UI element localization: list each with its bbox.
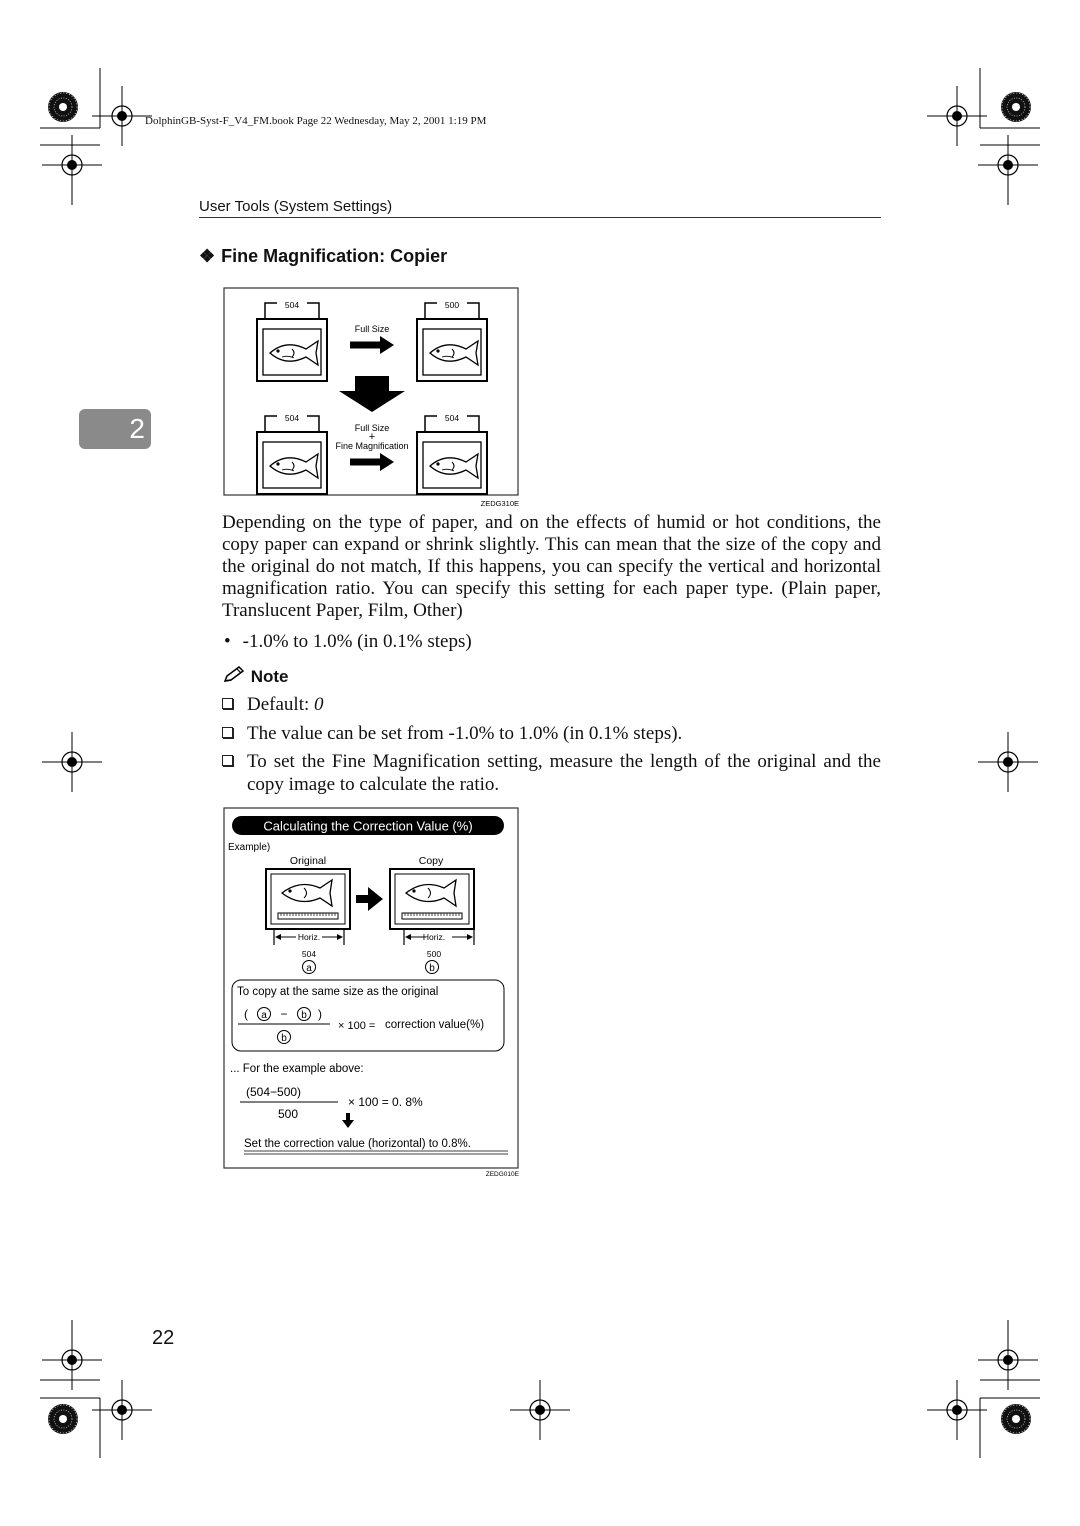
fig2-example-denominator: 500	[278, 1107, 298, 1121]
fine-magnification-figure: 504 500 504 504 Full Size Full Size + Fi…	[223, 287, 519, 508]
fig2-same-size-text: To copy at the same size as the original	[237, 986, 438, 998]
fig2-marker-a: a	[306, 963, 312, 974]
fig1-code: ZEDG310E	[481, 499, 519, 508]
note-range-text: The value can be set from -1.0% to 1.0% …	[247, 723, 683, 744]
fig2-formula-times: × 100 =	[338, 1020, 375, 1032]
body-paragraph: Depending on the type of paper, and on t…	[222, 512, 881, 621]
fig2-formula-minus: −	[280, 1007, 287, 1021]
chapter-tab: 2	[79, 409, 151, 449]
fig2-conclusion: Set the correction value (horizontal) to…	[244, 1138, 471, 1150]
fig2-title: Calculating the Correction Value (%)	[263, 819, 472, 834]
fig2-example-times: × 100 = 0. 8%	[348, 1095, 423, 1109]
fig2-horiz-label-a: Horiz.	[298, 932, 320, 942]
correction-value-figure: Calculating the Correction Value (%) Exa…	[223, 807, 520, 1178]
fig1-bottom-right-value: 504	[445, 413, 459, 423]
note-measure-text: To set the Fine Magnification setting, m…	[247, 751, 881, 795]
fig1-top-left-value: 504	[285, 300, 299, 310]
fig2-formula-a: a	[261, 1010, 267, 1021]
fig2-horiz-label-b: Horiz.	[423, 932, 445, 942]
section-heading: ❖Fine Magnification: Copier	[199, 246, 447, 267]
header-rule	[199, 217, 881, 218]
range-list-item: • -1.0% to 1.0% (in 0.1% steps)	[224, 631, 472, 653]
fig2-code: ZEDG010E	[486, 1171, 520, 1178]
bullet-icon: •	[224, 631, 231, 652]
down-arrow-icon	[339, 376, 405, 412]
note-item-measure: To set the Fine Magnification setting, m…	[222, 750, 881, 796]
fig2-formula-denominator-b: b	[281, 1033, 287, 1044]
checkbox-bullet-icon	[222, 727, 233, 738]
section-title: Fine Magnification: Copier	[221, 246, 448, 266]
fig2-copy-label: Copy	[419, 855, 444, 867]
fig2-example-above: ... For the example above:	[230, 1063, 364, 1075]
fig2-example-label: Example)	[228, 842, 270, 853]
fig1-plus-sign: +	[369, 431, 375, 443]
note-label: Note	[250, 667, 289, 686]
fig2-formula-close: )	[318, 1007, 322, 1021]
fig1-full-size-label: Full Size	[355, 324, 390, 334]
fig2-value-a: 504	[302, 949, 316, 959]
print-header: DolphinGB-Syst-F_V4_FM.book Page 22 Wedn…	[145, 115, 487, 127]
diamond-bullet-icon: ❖	[199, 246, 216, 266]
pencil-icon	[223, 666, 245, 682]
fig2-marker-b: b	[429, 963, 435, 974]
fig2-example-numerator: (504−500)	[246, 1085, 301, 1099]
fig2-value-b: 500	[427, 949, 441, 959]
note-item-default: Default: 0	[222, 693, 881, 716]
note-heading: Note	[222, 666, 289, 687]
fig1-full-size-label-2: Full Size	[355, 423, 390, 433]
fig1-fine-magnification-label: Fine Magnification	[335, 441, 408, 451]
running-head: User Tools (System Settings)	[199, 198, 393, 215]
fig2-formula-b: b	[301, 1010, 307, 1021]
fig2-formula-open: (	[244, 1007, 248, 1021]
range-text: -1.0% to 1.0% (in 0.1% steps)	[242, 631, 472, 652]
fig1-bottom-left-value: 504	[285, 413, 299, 423]
checkbox-bullet-icon	[222, 755, 233, 766]
default-label: Default:	[247, 694, 315, 715]
right-arrow-icon	[356, 887, 383, 911]
note-item-range: The value can be set from -1.0% to 1.0% …	[222, 722, 881, 745]
down-arrow-icon	[342, 1113, 354, 1128]
fig2-original-label: Original	[290, 855, 326, 867]
fig2-formula-result: correction value(%)	[385, 1019, 484, 1031]
fig1-top-right-value: 500	[445, 300, 459, 310]
page-number: 22	[152, 1327, 175, 1349]
checkbox-bullet-icon	[222, 698, 233, 709]
default-value: 0	[314, 694, 324, 715]
